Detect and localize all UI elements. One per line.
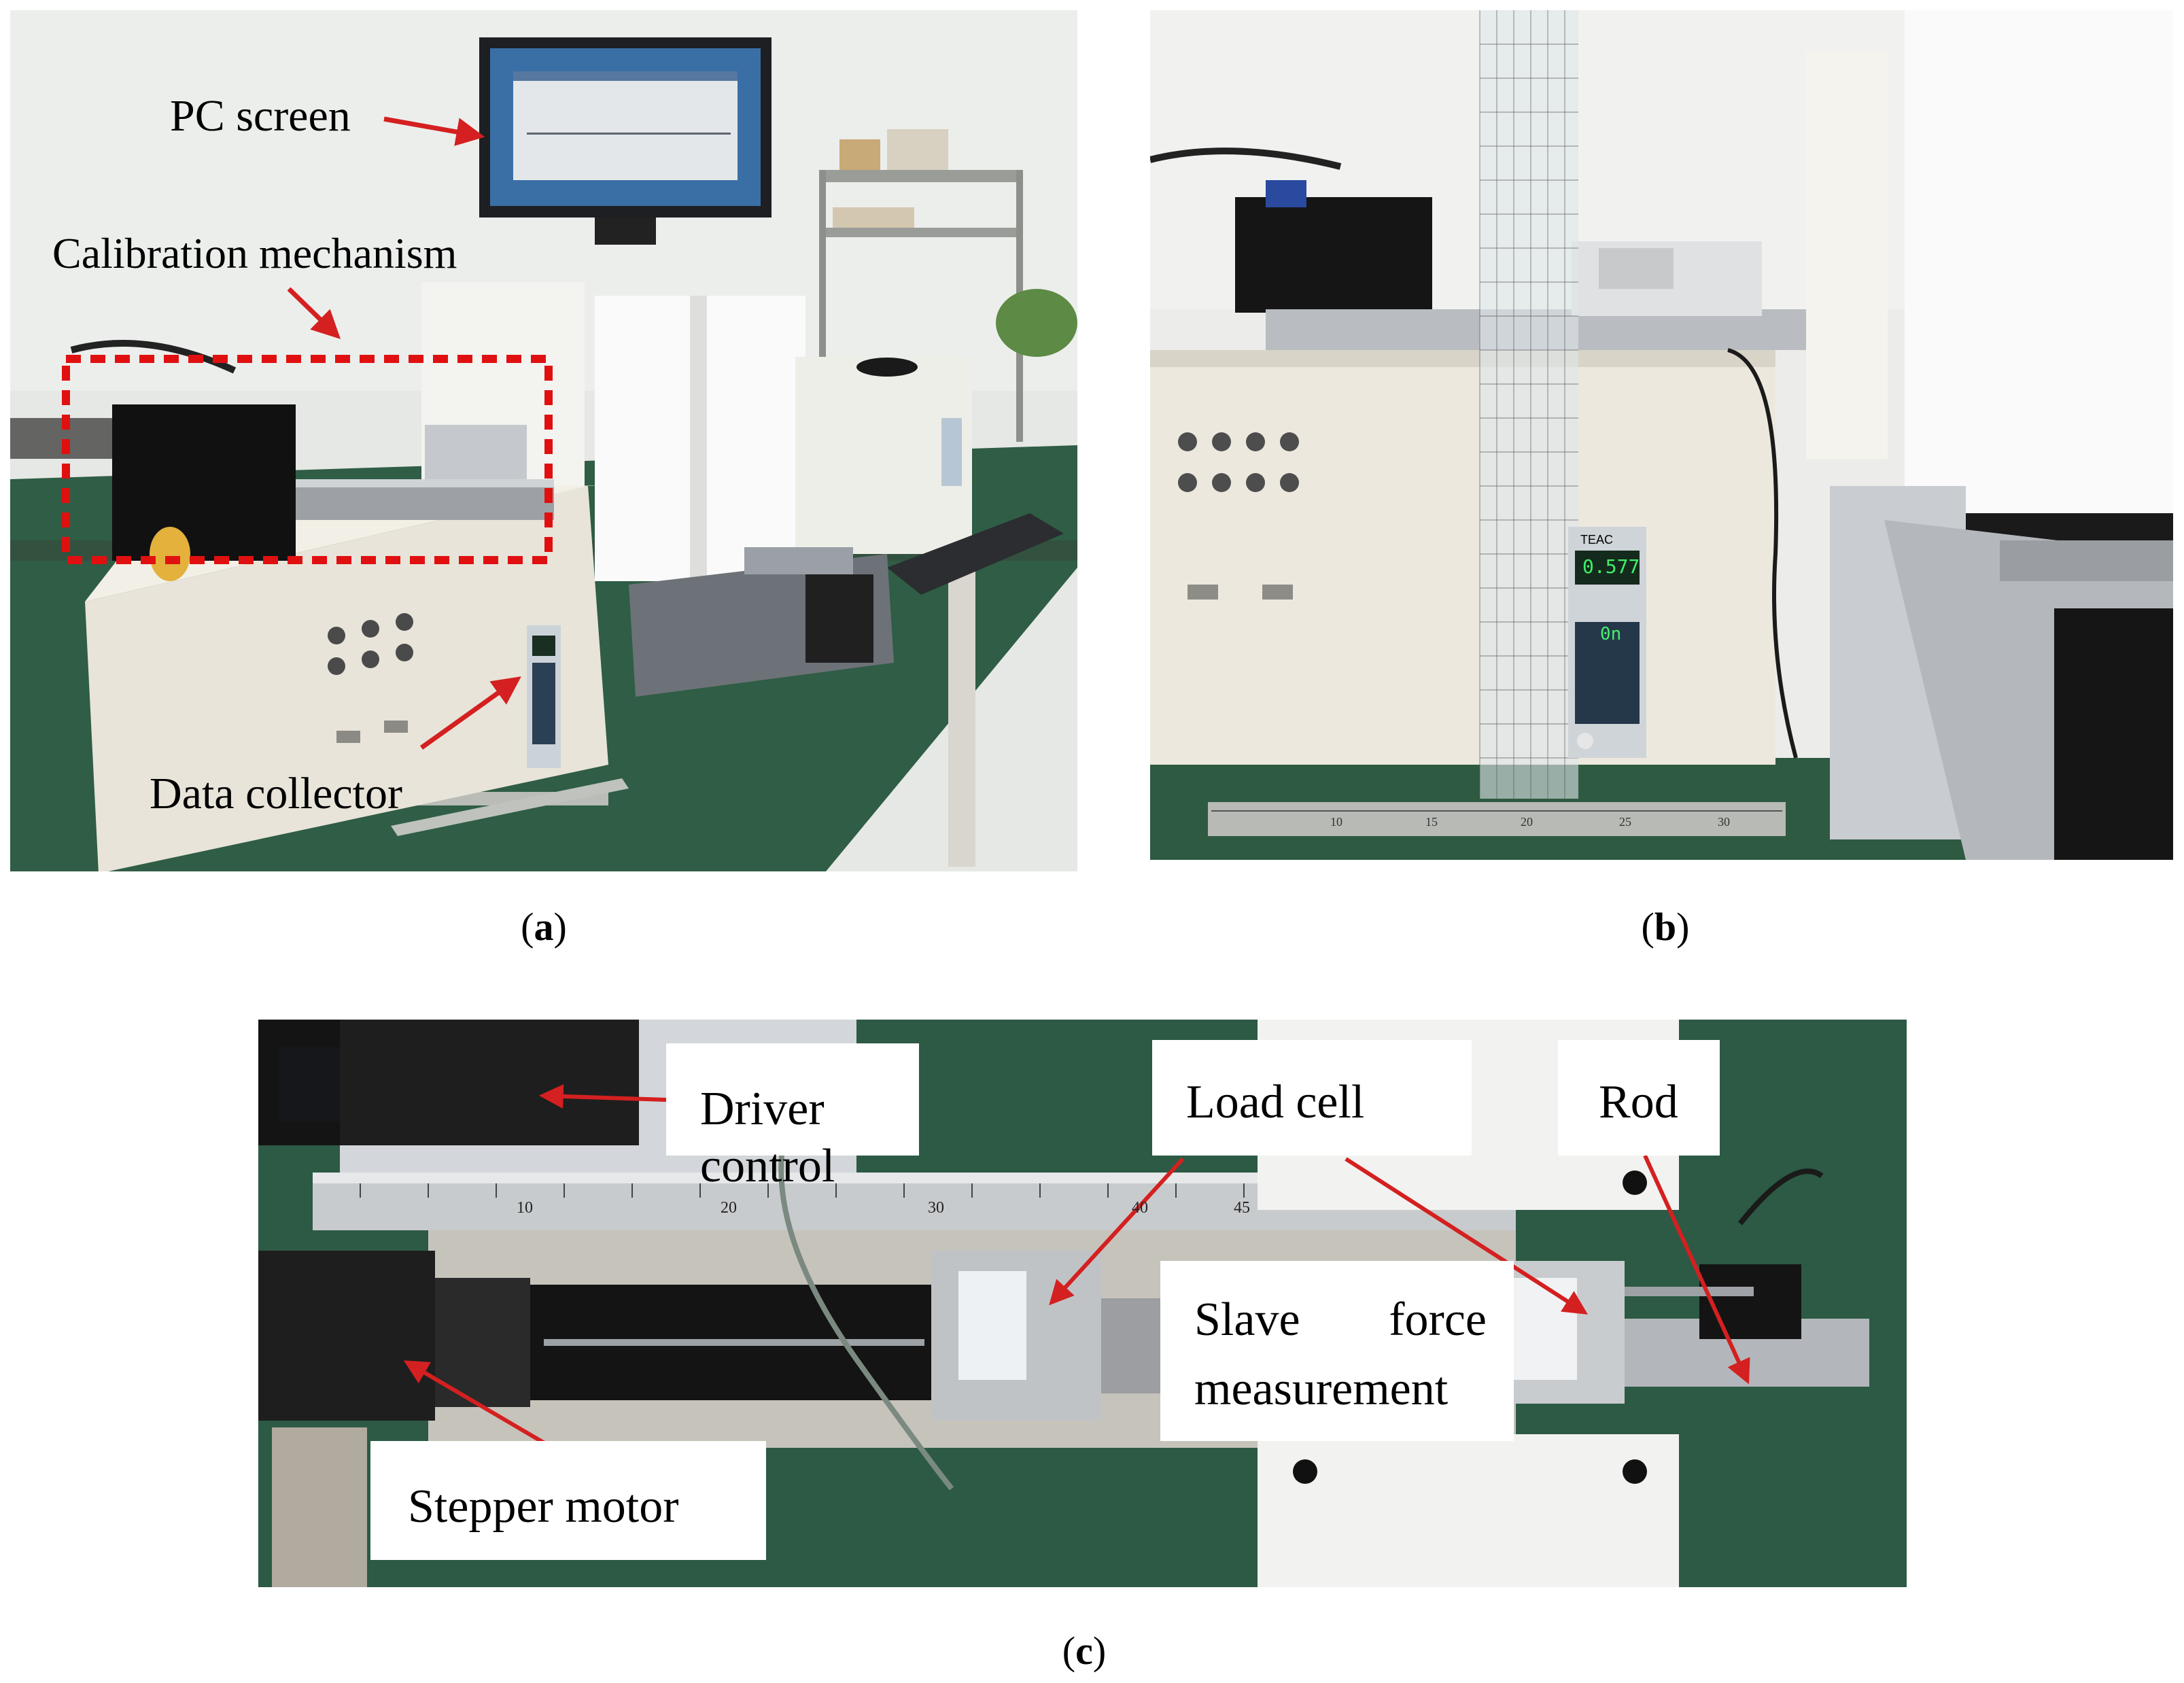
ruler-number: 40	[1132, 1199, 1148, 1217]
label-stepper-motor: Stepper motor	[370, 1441, 766, 1560]
ruler-number: 10	[1330, 815, 1342, 829]
teac-display-reading-2: 0n	[1600, 624, 1622, 644]
lab-setup-photo-b	[1150, 10, 2173, 860]
ruler-number: 20	[721, 1199, 737, 1217]
arrow-rod	[1643, 1154, 1750, 1385]
arrow-stepper-motor	[403, 1360, 566, 1457]
photo-panel-b: TEAC 0.577 0n 10 15 20 25 30	[1150, 10, 2173, 860]
arrow-data-collector	[419, 676, 521, 750]
ruler-number: 45	[1234, 1199, 1250, 1217]
arrow-load-cell-right	[1345, 1157, 1589, 1315]
ruler-number: 15	[1425, 815, 1438, 829]
grid-ruler-lines	[1480, 44, 1578, 759]
arrow-load-cell-left	[1049, 1157, 1185, 1306]
label-calibration-mechanism: Calibration mechanism	[52, 229, 457, 277]
arrow-driver-control	[538, 1083, 667, 1109]
arrow-pc-screen	[383, 116, 485, 146]
label-driver-control: Driver control	[666, 1043, 919, 1192]
label-data-collector: Data collector	[150, 769, 402, 818]
photo-panel-c: 10 20 30 40 45 Driver control Load cell …	[258, 1020, 1907, 1587]
ruler-number: 30	[928, 1199, 944, 1217]
lab-setup-photo-a	[10, 10, 1077, 871]
photo-panel-a: PC screen Calibration mechanism Data col…	[10, 10, 1077, 871]
ruler-number: 25	[1619, 815, 1631, 829]
panel-a-caption: (a)	[521, 905, 567, 949]
label-pc-screen: PC screen	[170, 91, 351, 141]
ruler-number: 30	[1718, 815, 1730, 829]
teac-display-reading: 0.577	[1582, 555, 1640, 578]
ruler-number: 10	[517, 1199, 533, 1217]
teac-brand-text: TEAC	[1580, 533, 1614, 546]
ruler-number: 20	[1521, 815, 1533, 829]
arrow-calibration	[287, 287, 341, 339]
label-load-cell: Load cell	[1152, 1040, 1472, 1156]
panel-b-caption: (b)	[1641, 905, 1690, 949]
label-rod: Rod	[1558, 1040, 1720, 1156]
panel-c-caption: (c)	[1062, 1629, 1107, 1673]
label-slave-force-measurement: Slave force measurement	[1160, 1261, 1514, 1441]
